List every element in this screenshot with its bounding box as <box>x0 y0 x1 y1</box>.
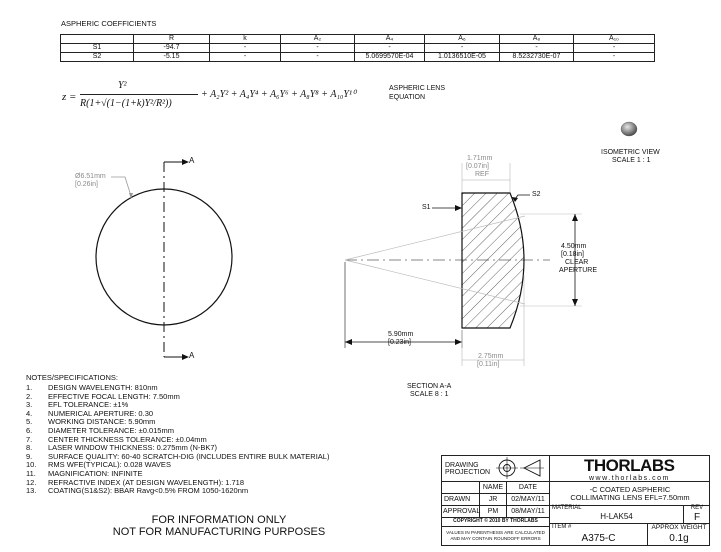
s1-leader-arrow <box>455 205 462 211</box>
material-value: H-LAK54 <box>600 512 633 521</box>
equation-label-line1: ASPHERIC LENS <box>389 85 446 92</box>
isometric-lens-image <box>620 121 638 137</box>
coefficients-title: ASPHERIC COEFFICIENTS <box>61 19 157 28</box>
item-value: A375-C <box>581 533 616 544</box>
note-item: 12.REFRACTIVE INDEX (AT DESIGN WAVELENGT… <box>26 477 245 487</box>
notes-list: 1.DESIGN WAVELENGTH: 810nm 2.EFFECTIVE F… <box>26 383 330 496</box>
values-note-2: AND MAY CONTAIN ROUNDOFF ERRORS <box>450 536 541 541</box>
projection-label-1: DRAWING <box>445 462 479 469</box>
thorlabs-logo: THORLABS <box>584 456 675 475</box>
note-item: 9.SURFACE QUALITY: 60-40 SCRATCH-DIG (IN… <box>26 451 330 461</box>
lens-section <box>461 192 525 329</box>
section-arrowhead-bottom <box>182 354 189 360</box>
fraction-bar <box>80 94 198 95</box>
weight-value: 0.1g <box>669 533 689 544</box>
s2-label: S2 <box>532 191 541 198</box>
wd-arrow-left <box>345 339 352 345</box>
note-item: 4.NUMERICAL APERTURE: 0.30 <box>26 408 154 418</box>
rev-label: REV <box>690 505 704 511</box>
thorlabs-website: www.thorlabs.com <box>589 475 670 482</box>
isometric-scale: SCALE 1 : 1 <box>612 157 651 164</box>
aperture-in: [0.18in] <box>561 251 584 258</box>
s1-label: S1 <box>422 204 431 211</box>
equation-numerator: Y² <box>118 80 127 91</box>
equation-terms: + A₂Y² + A₄Y⁴ + A₆Y⁶ + A₈Y⁸ + A₁₀Y¹⁰ <box>201 89 356 100</box>
edge-thickness-mm: 1.71mm <box>467 155 493 162</box>
center-thickness-in: [0.11in] <box>477 361 500 368</box>
center-thickness-mm: 2.75mm <box>478 353 504 360</box>
projection-label-2: PROJECTION <box>445 469 491 476</box>
disclaimer-line2: NOT FOR MANUFACTURING PURPOSES <box>112 526 326 538</box>
front-view <box>95 159 233 360</box>
section-view <box>344 163 582 366</box>
approval-label: APPROVAL <box>443 508 481 515</box>
diameter-leader-arrow <box>129 193 133 199</box>
aperture-arrow-bottom <box>572 299 578 306</box>
note-item: 5.WORKING DISTANCE: 5.90mm <box>26 417 156 427</box>
diameter-mm-label: Ø6.51mm <box>75 173 106 180</box>
rev-value: F <box>693 512 701 523</box>
note-item: 6.DIAMETER TOLERANCE: ±0.015mm <box>26 425 174 435</box>
section-caption: SECTION A-A <box>407 383 452 390</box>
ray-upper <box>344 215 526 261</box>
note-item: 13.COATING(S1&S2): BBAR Ravg<0.5% FROM 1… <box>26 486 249 496</box>
material-label: MATERIAL <box>552 505 582 511</box>
coefficients-table: R k A₂ A₄ A₆ A₈ A₁₀ S1 -94.7 - - - - - -… <box>60 34 655 62</box>
diameter-leader <box>111 176 132 197</box>
table-cell: - <box>573 52 655 62</box>
note-item: 8.LASER WINDOW THICKNESS: 0.275mm (N-BK7… <box>26 443 218 453</box>
diameter-in-label: [0.26in] <box>75 181 98 188</box>
description-line2: COLLIMATING LENS EFL=7.50mm <box>570 493 690 502</box>
drawn-label: DRAWN <box>444 496 471 503</box>
disclaimer-line1: FOR INFORMATION ONLY <box>151 514 287 526</box>
note-item: 3.EFL TOLERANCE: ±1% <box>26 400 129 410</box>
drawn-date: 02/MAY/11 <box>511 496 545 503</box>
working-distance-in: [0.23in] <box>388 339 411 346</box>
aperture-label-clear: CLEAR <box>565 259 589 266</box>
note-item: 11.MAGNIFICATION: INFINITE <box>26 468 143 478</box>
isometric-title: ISOMETRIC VIEW <box>601 149 660 156</box>
title-block: DRAWING PROJECTION THORLABS www.thorlabs… <box>441 455 710 546</box>
approval-date: 08/MAY/11 <box>511 508 545 515</box>
note-item: 2.EFFECTIVE FOCAL LENGTH: 7.50mm <box>26 391 180 401</box>
aperture-label-aperture: APERTURE <box>559 267 597 274</box>
isometric-view <box>620 121 638 137</box>
description-line1: -C COATED ASPHERIC <box>589 485 671 494</box>
name-header: NAME <box>482 484 504 491</box>
table-header-row: R k A₂ A₄ A₆ A₈ A₁₀ <box>60 34 655 44</box>
aperture-mm: 4.50mm <box>561 243 587 250</box>
drawn-name: JR <box>488 496 498 503</box>
note-item: 10.RMS WFE(TYPICAL): 0.028 WAVES <box>26 460 171 470</box>
equation-label-line2: EQUATION <box>389 94 426 101</box>
equation-lhs: z = <box>62 91 77 103</box>
weight-label: APPROX WEIGHT <box>651 524 707 531</box>
ray-lower <box>344 259 526 305</box>
equation-denominator: R(1+√(1−(1+k)Y²/R²)) <box>80 98 172 109</box>
s2-leader-arrow <box>512 197 518 202</box>
item-label: ITEM # <box>552 524 572 530</box>
values-note-1: VALUES IN PARENTHESIS ARE CALCULATED <box>446 530 545 535</box>
aperture-arrow-top <box>572 214 578 221</box>
section-scale: SCALE 8 : 1 <box>410 391 449 398</box>
note-item: 7.CENTER THICKNESS TOLERANCE: ±0.04mm <box>26 434 207 444</box>
edge-thickness-ref: REF <box>475 171 489 178</box>
wd-arrow-right <box>455 339 462 345</box>
table-row: S2 -5.15 - - 5.0699570E-04 1.0136510E-05… <box>60 52 655 62</box>
date-header: DATE <box>518 484 538 491</box>
note-item: 1.DESIGN WAVELENGTH: 810nm <box>26 383 158 392</box>
section-arrowhead-top <box>182 159 189 165</box>
section-label-bottom: A <box>189 351 195 360</box>
notes-heading: NOTES/SPECIFICATIONS: <box>26 373 118 382</box>
section-label-top: A <box>189 156 195 165</box>
working-distance-mm: 5.90mm <box>388 331 414 338</box>
copyright: COPYRIGHT © 2010 BY THORLABS <box>453 518 538 524</box>
projection-symbol <box>496 457 544 479</box>
approval-name: PM <box>487 508 499 515</box>
edge-thickness-in: [0.07in] <box>466 163 489 170</box>
